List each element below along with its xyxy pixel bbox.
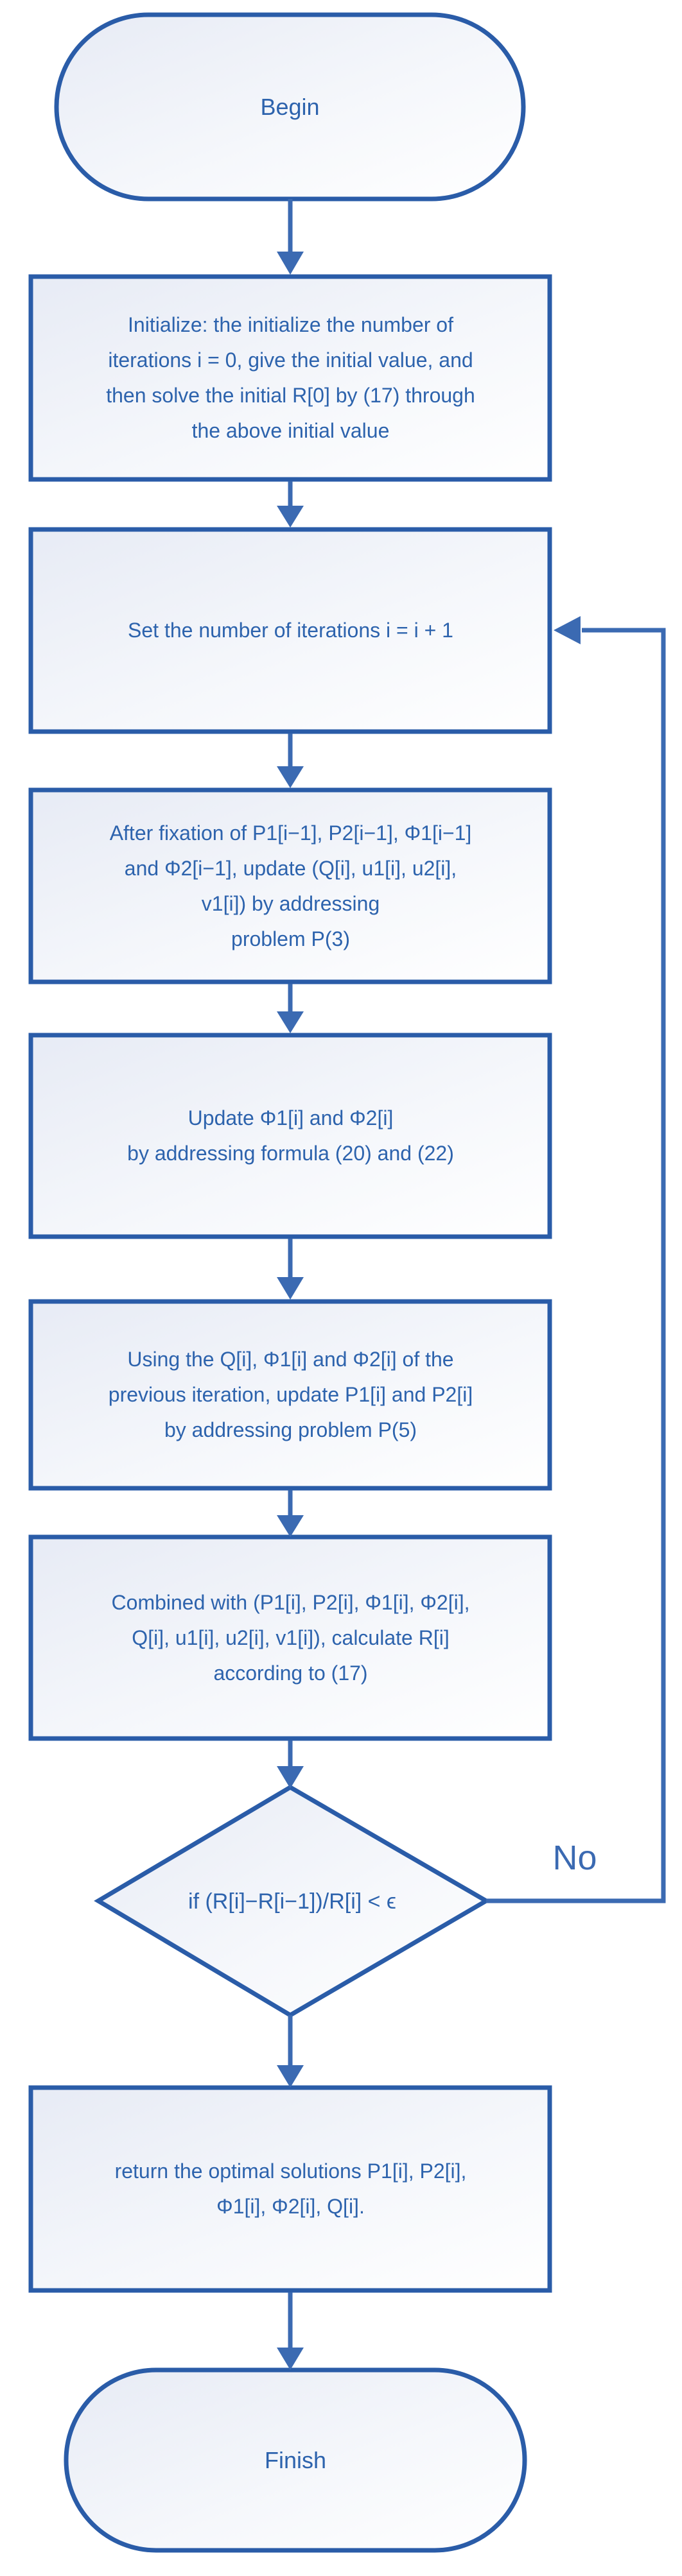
text-line: by addressing formula (20) and (22) [127, 1142, 454, 1165]
calculate-r-node: Combined with (P1[i], P2[i], Φ1[i], Φ2[i… [29, 1535, 552, 1740]
text-line: After fixation of P1[i−1], P2[i−1], Φ1[i… [109, 821, 472, 845]
arrow-return-to-finish [277, 2292, 304, 2370]
arrow-update-q-to-update-phi [277, 984, 304, 1033]
text-line: problem P(3) [231, 927, 350, 950]
finish-node: Finish [66, 2370, 525, 2550]
text-line: previous iteration, update P1[i] and P2[… [108, 1383, 473, 1406]
text-line: Combined with (P1[i], P2[i], Φ1[i], Φ2[i… [111, 1590, 470, 1614]
arrow-decision-to-return [277, 2015, 304, 2088]
arrow-update-p-to-calculate-r [277, 1490, 304, 1537]
update-p-node: Using the Q[i], Φ1[i] and Φ2[i] of the p… [29, 1300, 552, 1490]
update-p-box-shape [28, 1299, 552, 1491]
finish-label: Finish [264, 2447, 327, 2473]
no-branch-label: No [552, 1839, 597, 1877]
begin-label: Begin [260, 94, 320, 120]
finish-terminator-shape [64, 2367, 527, 2553]
no-feedback-connector [486, 616, 666, 1903]
decision-node: if (R[i]−R[i−1])/R[i] < ϵ [98, 1787, 486, 2015]
update-q-box-shape [28, 787, 552, 984]
return-node: return the optimal solutions P1[i], P2[i… [29, 2086, 552, 2292]
arrow-update-phi-to-update-p [277, 1239, 304, 1300]
text-line: return the optimal solutions P1[i], P2[i… [114, 2160, 467, 2183]
calculate-r-box-shape [28, 1534, 552, 1741]
text-line: the above initial value [191, 419, 390, 442]
text-line: v1[i]) by addressing [201, 891, 380, 915]
begin-node: Begin [57, 15, 523, 199]
initialize-box-shape [28, 274, 552, 482]
set-iterations-node: Set the number of iterations i = i + 1 [29, 528, 552, 734]
update-phi-node: Update Φ1[i] and Φ2[i] by addressing for… [29, 1033, 552, 1239]
text-line: then solve the initial R[0] by (17) thro… [106, 384, 475, 407]
decision-condition: if (R[i]−R[i−1])/R[i] < ϵ [188, 1889, 396, 1914]
arrow-initialize-to-set [277, 481, 304, 528]
text-line: iterations i = 0, give the initial value… [108, 348, 473, 372]
arrow-calculate-r-to-decision [277, 1740, 304, 1789]
update-q-node: After fixation of P1[i−1], P2[i−1], Φ1[i… [29, 788, 552, 984]
text-line: Set the number of iterations i = i + 1 [128, 619, 453, 642]
text-line: and Φ2[i−1], update (Q[i], u1[i], u2[i], [124, 856, 457, 880]
text-line: Φ1[i], Φ2[i], Q[i]. [216, 2195, 365, 2218]
initialize-node: Initialize: the initialize the number of… [29, 275, 552, 481]
text-line: Using the Q[i], Φ1[i] and Φ2[i] of the [127, 1348, 454, 1371]
set-iterations-box-shape [28, 527, 552, 734]
update-phi-box-shape [28, 1033, 552, 1239]
arrow-set-to-update-q [277, 734, 304, 788]
text-line: Update Φ1[i] and Φ2[i] [188, 1106, 394, 1129]
arrow-begin-to-initialize [277, 199, 304, 275]
text-line: Q[i], u1[i], u2[i], v1[i]), calculate R[… [132, 1626, 450, 1649]
text-line: Initialize: the initialize the number of [128, 313, 453, 336]
text-line: by addressing problem P(5) [164, 1418, 417, 1441]
return-box-shape [28, 2085, 552, 2293]
text-line: according to (17) [213, 1661, 368, 1685]
